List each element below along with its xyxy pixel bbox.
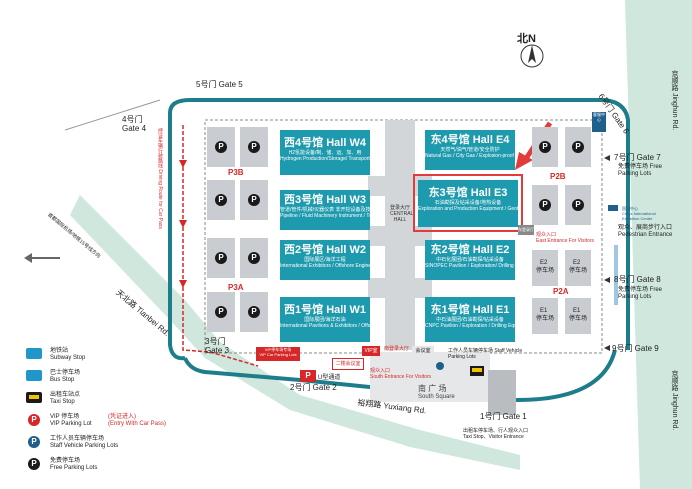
jinghun-road-label-top: 京顺路 Jinghun Rd.	[671, 70, 678, 131]
lot-p3b-4: P	[240, 180, 268, 220]
taxi-icon	[26, 392, 42, 403]
central-hall-label: 登录大厅 CENTRAL HALL	[390, 205, 414, 223]
vip-parking-sign: VIP停车场专场 VIP Car Parking Lots	[256, 347, 300, 361]
bus-icon	[26, 370, 42, 381]
lot-p3b-2: P	[240, 127, 268, 167]
south-visitor-entrance[interactable]: 观众入口 South Entrance For Visitors	[370, 368, 432, 380]
free-parking-icon: P	[215, 252, 227, 264]
driving-route-line	[182, 125, 259, 367]
south-hall-label: 南登录大厅	[384, 346, 410, 352]
gate-5[interactable]: 5号门 Gate 5	[196, 80, 243, 89]
gate-7[interactable]: 7号门 Gate 7	[614, 153, 661, 162]
ring-road-top	[168, 98, 630, 350]
hall-e2[interactable]: 东2号馆 Hall E2 中石化展团/石油勘探/钻采设备 SINOPEC Pav…	[425, 240, 515, 280]
compass-label: 北N	[517, 33, 536, 45]
lot-p2b-4: P	[565, 185, 591, 225]
lot-p3a-4: P	[240, 292, 268, 332]
gate-3[interactable]: 3号门 Gate 3	[205, 337, 230, 355]
lot-p3b-3: P	[207, 180, 235, 220]
free-parking-icon: P	[539, 199, 551, 211]
free-parking-icon: P	[572, 141, 584, 153]
vip-room-label: VIP室	[362, 346, 380, 356]
free-parking-label-7: 免费停车场 Free Parking Lots	[618, 164, 663, 177]
hall-e1[interactable]: 东1号馆 Hall E1 中石油展团/石油勘探/钻采设备 CNPC Pavili…	[425, 297, 515, 342]
taxi-visitor-entrance: 出租车停车场、行人观众入口 Taxi Stop、Visitor Entrance	[463, 428, 529, 440]
lot-label-p2b: P2B	[550, 172, 566, 181]
hall-w1[interactable]: 西1号馆 Hall W1 国际展团/海洋石油 International Pav…	[280, 297, 370, 342]
free-parking-icon: P	[215, 194, 227, 206]
lot-label-p3a: P3A	[228, 283, 244, 292]
lot-p3b-1: P	[207, 127, 235, 167]
driving-route-label: 持证车辆行驶路线 Driving Route for Car Pass	[157, 128, 163, 229]
meeting-room-label: 二楼会议室	[332, 358, 364, 370]
cciec-logo: 国展中心 China International Exhibition Cent…	[622, 206, 656, 221]
compass-icon	[520, 44, 544, 68]
subway-icon	[26, 348, 42, 359]
jinghun-road-label-bottom: 京顺路 Jinghun Rd.	[671, 370, 678, 431]
lot-p2b-3: P	[532, 185, 558, 225]
free-parking-icon: P	[248, 141, 260, 153]
free-parking-icon: P	[248, 306, 260, 318]
route-arrow-icon	[179, 160, 187, 168]
lot-p3a-1: P	[207, 238, 235, 278]
lot-e1-1: E1 停车场	[532, 298, 558, 334]
hall-e3[interactable]: 东3号馆 Hall E3 石油勘探及钻采设备/地热设备 Exploration …	[418, 180, 518, 227]
free-parking-icon: P	[215, 306, 227, 318]
hall-e4[interactable]: 东4号馆 Hall E4 天然气/油气/管道/安全防护 Natural Gas …	[425, 130, 515, 170]
east-visitor-entrance[interactable]: 观众入口 East Entrance For Visitors	[536, 232, 594, 244]
lot-label-p3b: P3B	[228, 168, 244, 177]
ring-road-left	[168, 113, 186, 361]
u-hall-label: U型通道	[318, 375, 341, 381]
gate-9[interactable]: 9号门 Gate 9	[612, 344, 659, 353]
free-parking-icon: P	[215, 141, 227, 153]
staff-parking-icon	[436, 362, 444, 370]
lot-e1-2: E1 停车场	[565, 298, 591, 334]
lot-p3a-2: P	[240, 238, 268, 278]
lot-e2-1: E2 停车场	[532, 250, 558, 286]
gate-2[interactable]: 2号门 Gate 2	[290, 383, 337, 392]
service-center: 客服中心	[592, 112, 606, 132]
compass: 北N	[513, 30, 553, 75]
free-parking-icon: P	[572, 199, 584, 211]
east-hall-building: 东登录厅	[518, 225, 534, 235]
hall-w2[interactable]: 西2号馆 Hall W2 国际展区/海洋工程 International Exh…	[280, 240, 370, 280]
conference-label: 会议室	[412, 346, 434, 356]
staff-parking-icon: P	[28, 436, 40, 448]
free-parking-icon: P	[248, 252, 260, 264]
vip-parking-icon: P	[300, 370, 316, 382]
vip-parking-icon: P	[28, 414, 40, 426]
hall-w3[interactable]: 西3号馆 Hall W3 管道/管件/机械/仪器仪表 非开挖设备及技术 Pipe…	[280, 190, 370, 230]
lot-label-p2a: P2A	[553, 287, 569, 296]
lot-e2-2: E2 停车场	[565, 250, 591, 286]
hall-w4[interactable]: 西4号馆 Hall W4 H2氢能设备/制、储、运、加、用 Hydrogen P…	[280, 130, 370, 175]
e3-highlight-box	[413, 174, 523, 232]
lot-p2b-1: P	[532, 127, 558, 167]
jinghun-road-area	[625, 0, 692, 489]
pedestrian-entrance: 观众、展商步行入口 Pedestrian Entrance	[618, 225, 673, 238]
free-parking-icon: P	[28, 458, 40, 470]
lot-p3a-3: P	[207, 292, 235, 332]
south-square	[370, 352, 490, 402]
lot-p2b-2: P	[565, 127, 591, 167]
gate-8[interactable]: 8号门 Gate 8	[614, 275, 661, 284]
gate-4[interactable]: 4号门 Gate 4	[122, 115, 147, 133]
gate-1[interactable]: 1号门 Gate 1	[480, 412, 527, 421]
free-parking-icon: P	[539, 141, 551, 153]
south-square-label: 南 广 场 South Square	[418, 384, 455, 400]
free-parking-label-8: 免费停车场 Free Parking Lots	[618, 287, 663, 300]
staff-parking-label: 工作人员车辆停车场 Staff Vehicle Parking Lots	[448, 348, 523, 360]
free-parking-icon: P	[248, 194, 260, 206]
